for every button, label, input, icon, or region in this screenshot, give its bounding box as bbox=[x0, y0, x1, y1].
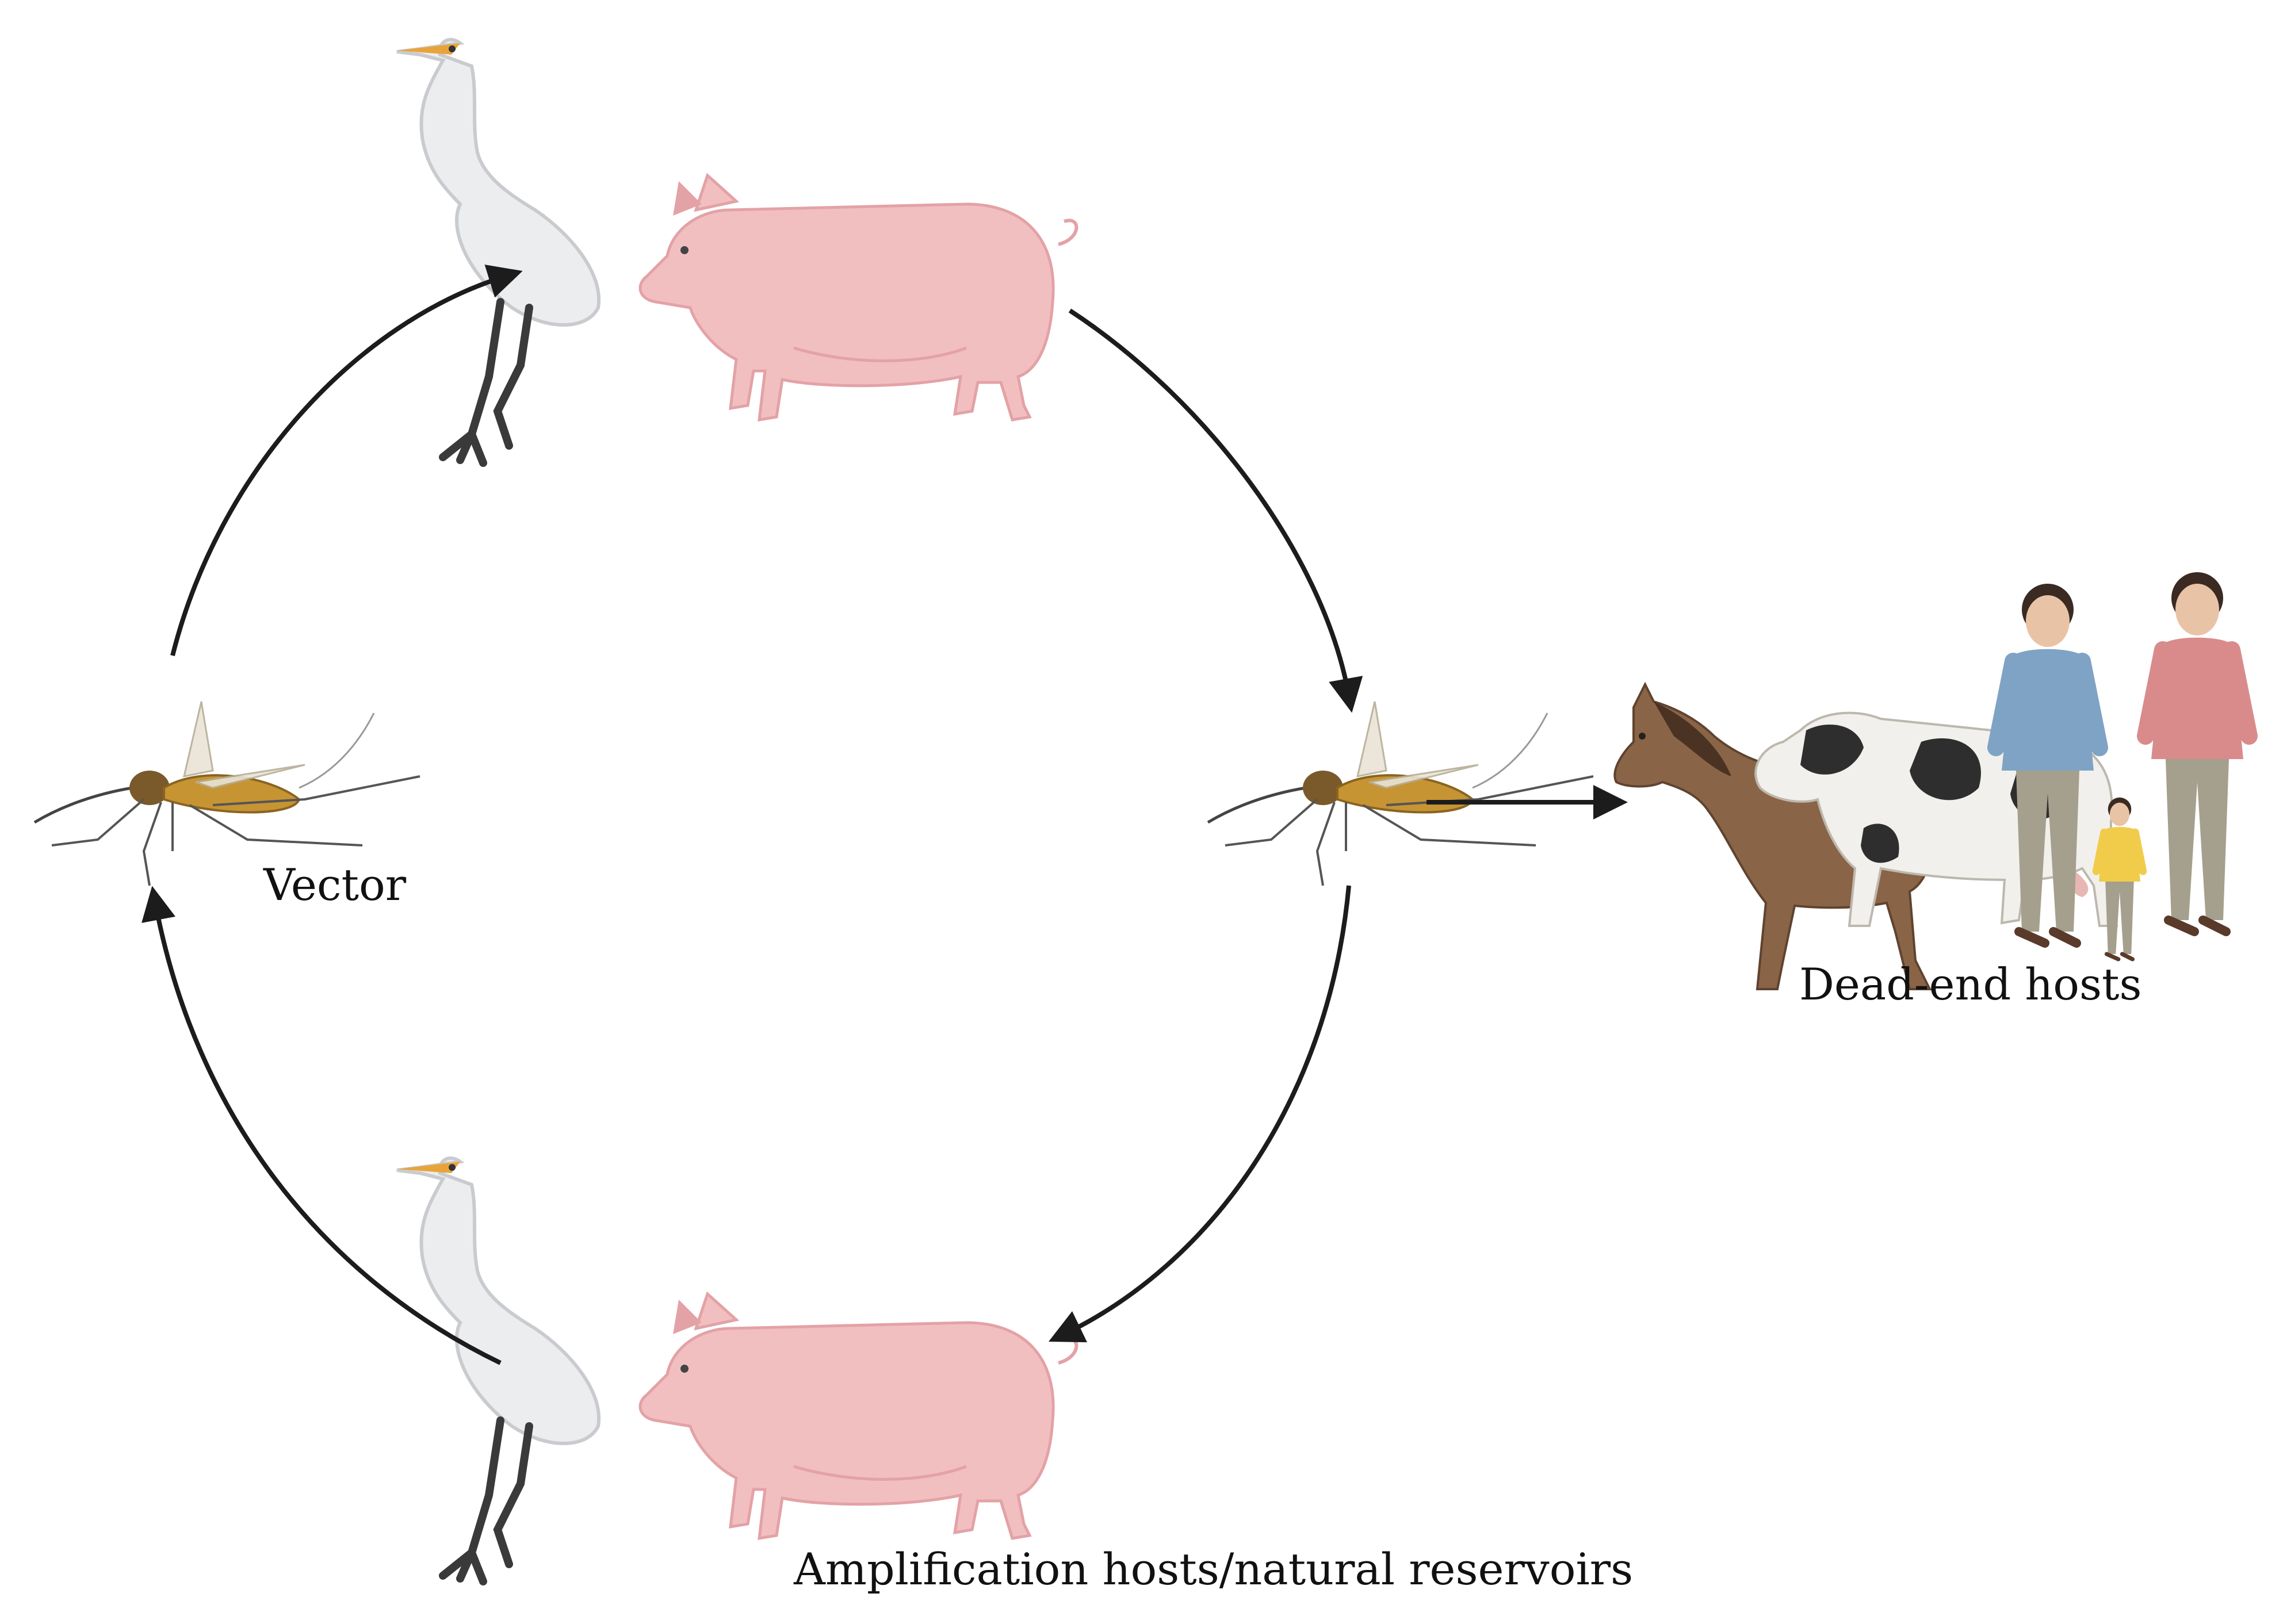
egret-icon bbox=[397, 1158, 599, 1581]
mosquito-icon bbox=[1208, 702, 1593, 886]
cycle-arrows bbox=[141, 265, 1628, 1365]
dead-end-hosts-group bbox=[1613, 572, 2249, 990]
person-icon bbox=[2146, 572, 2249, 932]
vector-label: Vector bbox=[263, 859, 407, 910]
pig-icon bbox=[640, 1294, 1076, 1538]
arrow-bottom-hosts-to-vector bbox=[141, 886, 502, 1365]
bottom-hosts-group bbox=[397, 1158, 1076, 1581]
top-hosts-group bbox=[397, 40, 1076, 463]
mosquito-icon bbox=[35, 702, 420, 886]
arrow-vector-to-bottom-hosts bbox=[1048, 885, 1351, 1343]
dead-end-hosts-label: Dead-end hosts bbox=[1799, 959, 2142, 1010]
egret-icon bbox=[397, 40, 599, 463]
amplification-hosts-label: Amplification hosts/natural reservoirs bbox=[793, 1543, 1633, 1595]
arrow-top-hosts-to-vector bbox=[1068, 308, 1363, 713]
arrow-vector-to-top-hosts bbox=[170, 265, 523, 656]
pig-icon bbox=[640, 175, 1076, 420]
